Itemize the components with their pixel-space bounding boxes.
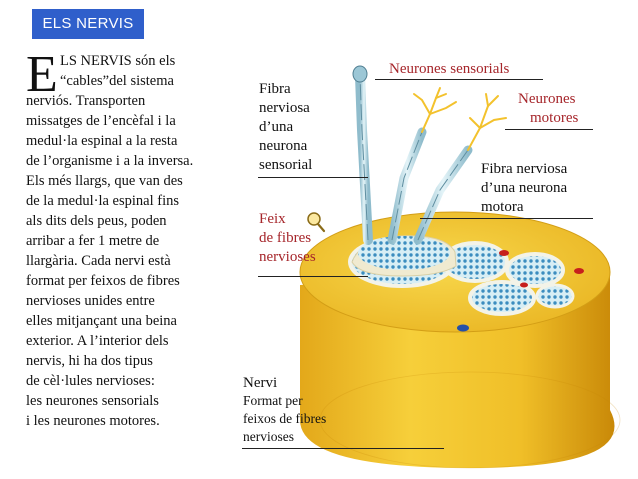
leader-line	[505, 129, 593, 130]
label-fiber-bundle: nervioses	[259, 249, 316, 265]
label-sensory-fiber: nerviosa	[259, 100, 310, 116]
label-motor-fiber: Fibra nerviosa	[481, 161, 568, 177]
label-motor-fiber: motora	[481, 199, 524, 215]
body-line: Els més llargs, que van des	[26, 173, 183, 189]
body-line: nervis, hi ha dos tipus	[26, 353, 153, 369]
nerve-cylinder	[299, 211, 621, 469]
body-line: elles mitjançant una beina	[26, 313, 177, 329]
page-title: ELS NERVIS	[32, 9, 144, 39]
label-motor-fiber: d’una neurona	[481, 180, 568, 196]
label-sensory-fiber: sensorial	[259, 157, 313, 173]
label-sensory-fiber: d’una	[259, 119, 294, 135]
fiber-bundles	[348, 236, 575, 316]
leader-line	[258, 177, 368, 178]
body-line: “cables”del sistema	[60, 73, 174, 89]
body-line: LS NERVIS són els	[60, 53, 176, 69]
leader-line	[420, 218, 593, 219]
body-line: de la medul·la espinal fins	[26, 193, 180, 209]
body-line: llargària. Cada nervi està	[26, 253, 171, 269]
body-line: nervioses unides entre	[26, 293, 155, 309]
label-nerve-line: Format per	[243, 393, 303, 408]
body-line: missatges de l’encèfal i la	[26, 113, 176, 129]
body-line: i les neurones motores.	[26, 413, 160, 429]
label-fiber-bundle: de fibres	[259, 230, 312, 246]
body-line: als dits dels peus, poden	[26, 213, 167, 229]
dendrites	[413, 87, 507, 151]
nerve-fibers	[352, 65, 473, 245]
leader-line	[258, 276, 368, 277]
body-line: medul·la espinal a la resta	[26, 133, 178, 149]
body-line: nerviós. Transporten	[26, 93, 146, 109]
body-line: arribar a fer 1 metre de	[26, 233, 160, 249]
leader-line	[242, 448, 444, 449]
body-line: les neurones sensorials	[26, 393, 159, 409]
raised-bundle	[351, 235, 457, 277]
label-motor-neurons: motores	[530, 110, 579, 126]
label-sensory-fiber: Fibra	[259, 81, 291, 97]
dropcap-letter: E	[26, 46, 58, 103]
label-fiber-bundle: Feix	[259, 211, 286, 227]
leader-line	[375, 79, 543, 80]
label-nerve-line: feixos de fibres	[243, 411, 327, 426]
blood-vessels	[457, 250, 584, 332]
body-line: de l’organisme i a la inversa.	[26, 153, 194, 169]
label-motor-neurons: Neurones	[518, 91, 576, 107]
body-line: format per feixos de fibres	[26, 273, 180, 289]
label-nerve-title: Nervi	[243, 375, 278, 391]
body-text: E LS NERVIS són els “cables”del sistema …	[26, 46, 256, 451]
label-sensory-neurons: Neurones sensorials	[389, 61, 510, 77]
body-line: exterior. A l’interior dels	[26, 333, 169, 349]
label-nerve-line: nervioses	[243, 429, 294, 444]
label-sensory-fiber: neurona	[259, 138, 308, 154]
body-line: de cèl·lules nervioses:	[26, 373, 155, 389]
